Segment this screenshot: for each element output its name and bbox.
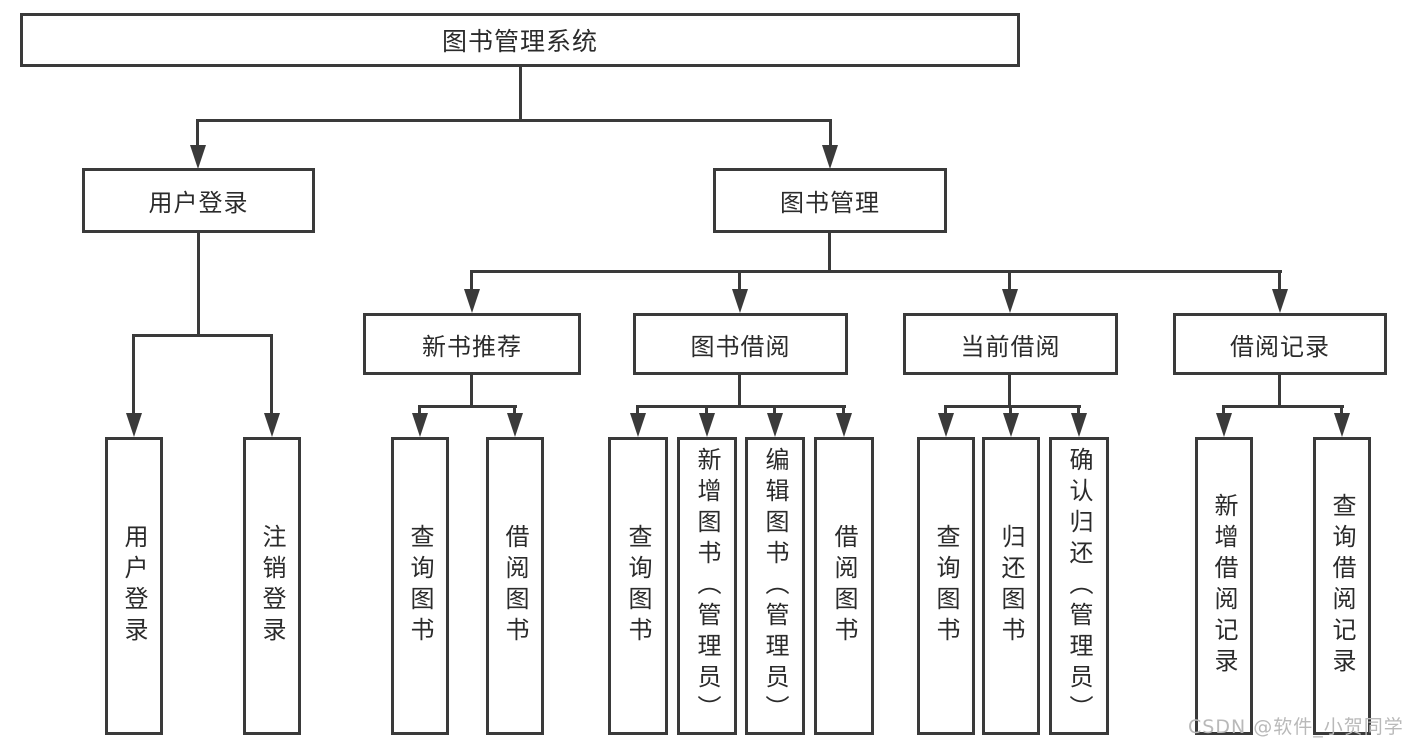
arrowhead-down [1002,289,1018,313]
arrowhead-down [190,145,206,169]
leaf-label: 借阅图书 [501,524,529,648]
leaf-label: 新增借阅记录 [1210,493,1238,679]
connector-segment [842,405,845,415]
leaf-label: 确认归还（管理员） [1065,446,1093,726]
connector-segment [1009,405,1012,415]
arrowhead-down [699,413,715,437]
arrowhead-down [507,413,523,437]
connector-segment [636,405,846,408]
arrowhead-down [732,289,748,313]
leaf-add-borrow-record: 新增借阅记录 [1195,437,1253,735]
connector-segment [828,233,831,273]
arrowhead-down [412,413,428,437]
node-current-borrowing: 当前借阅 [903,313,1118,375]
connector-segment [470,375,473,408]
arrowhead-down [938,413,954,437]
leaf-query-borrow-record: 查询借阅记录 [1313,437,1371,735]
connector-segment [197,233,200,336]
csdn-watermark: CSDN @软件_小贺同学 [1188,716,1404,738]
connector-segment [270,334,273,415]
connector-segment [132,334,135,415]
connector-segment [944,405,947,415]
connector-segment [418,405,517,408]
leaf-label: 用户登录 [120,524,148,648]
leaf-query-books-recommend: 查询图书 [391,437,449,735]
leaf-edit-books-admin: 编辑图书（管理员） [745,437,805,735]
connector-segment [1222,405,1344,408]
node-borrowing-records: 借阅记录 [1173,313,1387,375]
node-library-management-system: 图书管理系统 [20,13,1020,67]
arrowhead-down [1216,413,1232,437]
leaf-label: 查询图书 [932,524,960,648]
leaf-borrow-books-recommend: 借阅图书 [486,437,544,735]
arrowhead-down [836,413,852,437]
connector-segment [470,270,1282,273]
leaf-label: 查询借阅记录 [1328,493,1356,679]
leaf-user-login: 用户登录 [105,437,163,735]
leaf-label: 新增图书（管理员） [693,446,721,726]
connector-segment [1278,270,1281,291]
leaf-label: 查询图书 [624,524,652,648]
leaf-return-books: 归还图书 [982,437,1040,735]
connector-segment [944,405,1081,408]
leaf-label: 编辑图书（管理员） [761,446,789,726]
arrowhead-down [264,413,280,437]
leaf-label: 查询图书 [406,524,434,648]
node-book-borrowing: 图书借阅 [633,313,848,375]
arrowhead-down [1003,413,1019,437]
arrowhead-down [1071,413,1087,437]
connector-segment [1008,375,1011,408]
connector-segment [513,405,516,415]
node-new-book-recommendation: 新书推荐 [363,313,581,375]
connector-segment [132,334,273,337]
arrowhead-down [1334,413,1350,437]
connector-segment [196,119,832,122]
connector-segment [418,405,421,415]
leaf-query-books-borrowing: 查询图书 [608,437,668,735]
arrowhead-down [630,413,646,437]
connector-segment [1222,405,1225,415]
arrowhead-down [767,413,783,437]
connector-segment [1278,375,1281,408]
connector-segment [829,119,832,147]
connector-segment [773,405,776,415]
connector-segment [1008,270,1011,291]
connector-segment [196,119,199,147]
node-book-management: 图书管理 [713,168,947,233]
arrowhead-down [464,289,480,313]
leaf-add-books-admin: 新增图书（管理员） [677,437,737,735]
connector-segment [636,405,639,415]
leaf-label: 注销登录 [258,524,286,648]
arrowhead-down [1272,289,1288,313]
leaf-borrow-books: 借阅图书 [814,437,874,735]
leaf-label: 归还图书 [997,524,1025,648]
connector-segment [519,66,522,121]
arrowhead-down [822,145,838,169]
connector-segment [1340,405,1343,415]
connector-segment [738,270,741,291]
leaf-label: 借阅图书 [830,524,858,648]
arrowhead-down [126,413,142,437]
connector-segment [738,375,741,408]
leaf-logout: 注销登录 [243,437,301,735]
leaf-confirm-return-admin: 确认归还（管理员） [1049,437,1109,735]
connector-segment [1077,405,1080,415]
connector-segment [705,405,708,415]
node-user-login: 用户登录 [82,168,315,233]
connector-segment [470,270,473,291]
leaf-query-books-current: 查询图书 [917,437,975,735]
